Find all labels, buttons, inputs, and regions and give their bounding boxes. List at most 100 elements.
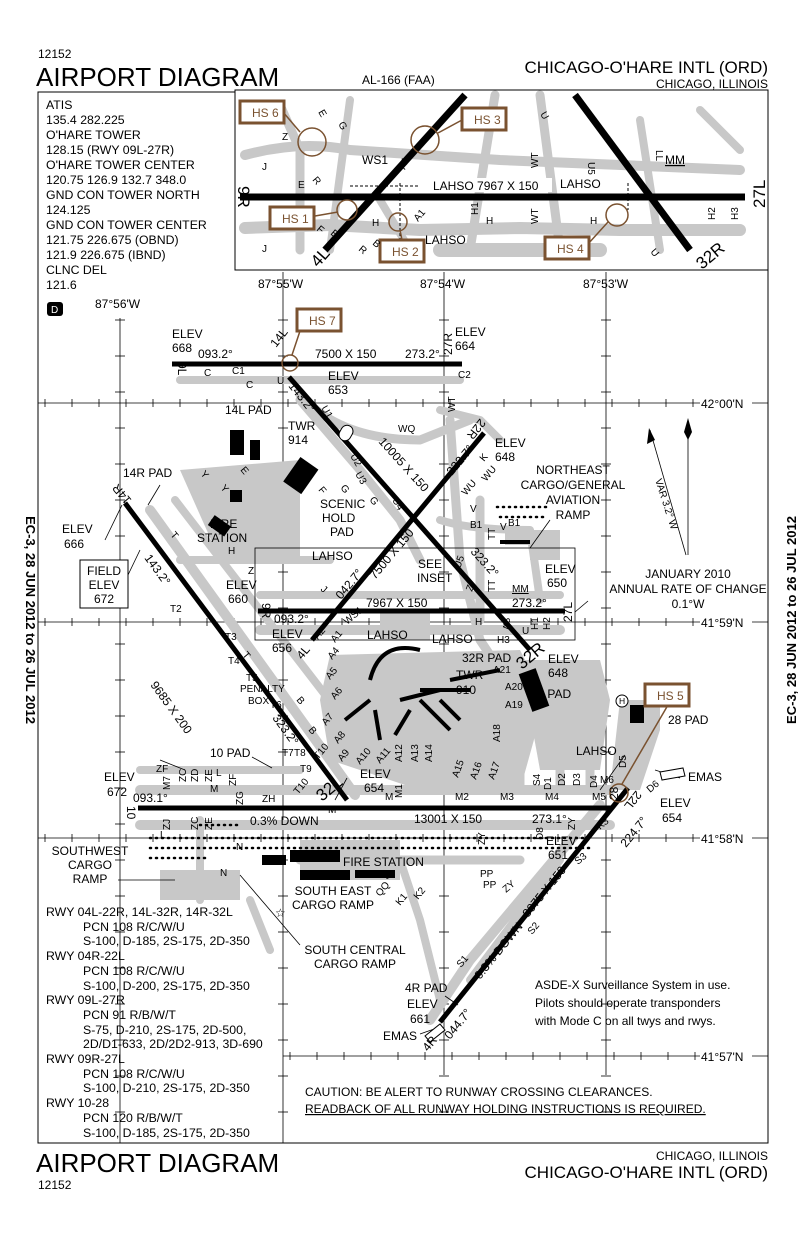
hot-spot-hs7[interactable]: HS 7 [309, 314, 336, 328]
hot-spot-hs1[interactable]: HS 1 [282, 212, 309, 226]
pcn-line: S-100, D-185, 2S-175, 2D-350 [83, 1125, 250, 1140]
inset-map: HS 6 HS 3 HS 1 HS 2 HS 4 9R 27L 4L 32R W… [234, 89, 769, 273]
taxiway-label: A1 [397, 155, 412, 171]
taxiway-label: H [486, 216, 493, 227]
heliport-icon [615, 694, 629, 708]
elev-28: 654 [662, 811, 682, 825]
taxiway-label: QQ [374, 880, 393, 899]
taxiway-label: PP [483, 880, 497, 891]
ne-ramp-line: CARGO/GENERAL [521, 478, 626, 492]
taxiway-label: H [590, 216, 597, 227]
taxiway-label: U [277, 376, 284, 387]
frequency-line: 128.15 (RWY 09L-27R) [46, 143, 175, 157]
pad-28: 28 PAD [668, 713, 709, 727]
taxiway-label: WU [460, 478, 479, 498]
taxiway-label: S4 [532, 773, 543, 786]
hot-spot-hs2[interactable]: HS 2 [392, 245, 419, 259]
taxiway-label: C [204, 368, 211, 379]
inset-lahso-dims: LAHSO 7967 X 150 [433, 179, 539, 193]
footer-airport: CHICAGO-O'HARE INTL (ORD) [525, 1163, 768, 1182]
taxiway-label: LL [653, 150, 664, 162]
taxiway-label: D2 [557, 773, 568, 786]
inset-lahso-right: LAHSO [560, 177, 601, 191]
hot-spot-hs3[interactable]: HS 3 [474, 113, 501, 127]
taxiway-label: D3 [572, 773, 583, 786]
taxiway-label: ZH [262, 794, 275, 805]
runways [122, 361, 630, 1024]
elev-label: ELEV [172, 327, 203, 341]
taxiway-label: M [385, 792, 393, 803]
taxiway-label: E [298, 180, 305, 191]
taxiway-label: TT [487, 580, 498, 592]
rwy-end-27r: 27R [441, 333, 455, 355]
taxiway-label: H3 [730, 207, 741, 220]
pcn-line: S-75, D-210, 2S-175, 2D-500, [83, 1022, 247, 1037]
elev-label: ELEV [360, 767, 391, 781]
taxiway-label: L [160, 830, 166, 841]
taxiway-label: E [315, 108, 328, 120]
field-elev-label-2: ELEV [89, 578, 120, 592]
pcn-line: PCN 91 R/B/W/T [83, 1007, 176, 1022]
elev-label: ELEV [545, 562, 576, 576]
taxiway-label: H2 [542, 617, 553, 630]
frequency-line: GND CON TOWER CENTER [46, 218, 207, 232]
elev-9r: 660 [228, 592, 248, 606]
main-map: HS 7 HS 5 H ☆ FIELD [52, 307, 767, 1116]
south-central-ramp-label: CARGO RAMP [314, 957, 396, 971]
pcn-runway: RWY 09R-27L [46, 1052, 125, 1067]
pcn-line: S-100, D-210, 2S-175, 2D-350 [83, 1081, 250, 1096]
tower-center-height: 910 [456, 683, 476, 697]
heading-27r: 273.2° [405, 347, 440, 361]
taxiway-label: D4 [589, 775, 600, 788]
taxiway-label: M5 [592, 792, 606, 803]
hot-spot-hs6[interactable]: HS 6 [252, 106, 279, 120]
frequency-line: O'HARE TOWER [46, 128, 141, 142]
field-elev-value: 672 [94, 592, 114, 606]
frequency-line: ATIS [46, 98, 73, 112]
frequency-line: GND CON TOWER NORTH [46, 188, 200, 202]
taxiway-label: A14 [424, 744, 435, 762]
penalty-box: BOX [248, 696, 269, 707]
hot-spot-hs5[interactable]: HS 5 [657, 689, 684, 703]
d-symbol-text: D [51, 305, 58, 316]
taxiway-label: T4 [228, 656, 240, 667]
pcn-line: 2D/D1-633, 2D/2D2-913, 3D-690 [83, 1037, 263, 1052]
frequency-line: 121.75 226.675 (OBND) [46, 233, 179, 247]
taxiway-label: T3 [225, 632, 237, 643]
elev-27r: 664 [455, 339, 475, 353]
lahso-label: LAHSO [576, 744, 617, 758]
tower-north-height: 914 [288, 433, 308, 447]
windsock-icon [338, 424, 354, 442]
magvar-date: JANUARY 2010 [645, 567, 731, 581]
taxiway-label: H2 [707, 207, 718, 220]
southeast-ramp-label: CARGO RAMP [292, 898, 374, 912]
taxiway-label: Z [248, 566, 254, 577]
taxiway-label: T5 [246, 673, 258, 684]
taxiway-label: J [318, 584, 329, 596]
taxiway-label: N [220, 868, 227, 879]
elev-32r: 648 [548, 666, 568, 680]
elev-4r: 661 [410, 1012, 430, 1026]
taxiway-label: WT [447, 396, 458, 412]
lon-label-87-56: 87°56'W [95, 297, 141, 311]
asde-note: Pilots should operate transponders [535, 996, 720, 1010]
taxiway-label: H [372, 218, 379, 229]
airport-city: CHICAGO, ILLINOIS [656, 77, 768, 91]
rwy-end-9l: 9L [175, 362, 189, 376]
lon-label-87-53: 87°53'W [583, 277, 629, 291]
footer-chart-number: 12152 [38, 1178, 72, 1192]
taxiway-label: A19 [505, 700, 523, 711]
taxiway-label: A20 [505, 682, 523, 693]
pcn-runway: RWY 04L-22R, 14L-32R, 14R-32L [46, 905, 233, 919]
taxiway-label: T9 [300, 764, 312, 775]
rwy-end-14r: 14R [109, 481, 134, 507]
main-hot-spot-circles [281, 330, 669, 803]
scenic-hold-pad: SCENIC [320, 497, 366, 511]
heading-9r: 093.2° [274, 612, 309, 626]
taxiway-label: U [522, 626, 529, 637]
elev-label: ELEV [328, 369, 359, 383]
taxiway-label: TT [487, 528, 498, 540]
hot-spot-hs4[interactable]: HS 4 [557, 242, 584, 256]
taxiway-label: ZY [501, 878, 518, 895]
